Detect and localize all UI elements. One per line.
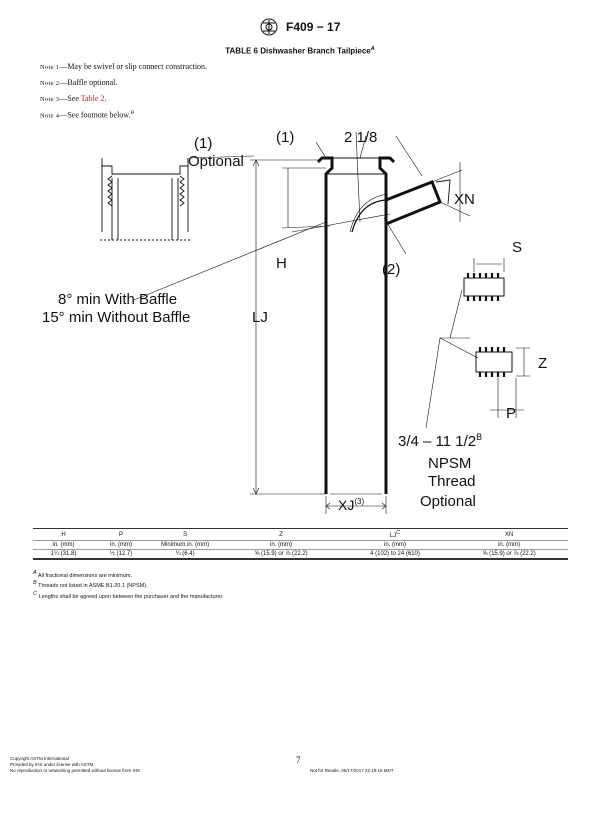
- footer-copyright: Copyright ASTM International Provided by…: [10, 756, 141, 773]
- table-units-row: in. (mm) in. (mm) Minimum in. (mm) in. (…: [33, 541, 568, 550]
- astm-logo-icon: [260, 18, 278, 36]
- footnote-a: A All fractional dimensions are minimum.: [33, 570, 133, 579]
- table-cell: 1¼ (31.8): [33, 549, 94, 560]
- label-p: P: [506, 405, 516, 422]
- col-s: S: [148, 528, 223, 541]
- footer-resale: Not for Resale, 05/17/2017 22:19:15 MDT: [310, 768, 394, 773]
- angle-text-2: 15° min Without Baffle: [42, 309, 190, 326]
- label-h: H: [276, 255, 287, 272]
- note-2: Note 2—Baffle optional.: [40, 78, 118, 87]
- table-title: TABLE 6 Dishwasher Branch TailpieceA: [225, 46, 375, 56]
- label-2: (2): [382, 261, 400, 278]
- table-row: 1¼ (31.8) ½ (12.7) ¼ (6.4) ⅝ (15.9) or ⅞…: [33, 549, 568, 560]
- table-cell: ¼ (6.4): [148, 549, 223, 560]
- footnote-c: C Lengths shall be agreed upon between t…: [33, 590, 224, 600]
- table-cell: ⅝ (15.9) or ⅞ (22.2): [450, 549, 568, 560]
- table-cell: 4 (102) to 24 (610): [339, 549, 451, 560]
- col-xn: XN: [450, 528, 568, 541]
- note-1: Note 1—May be swivel or slip connect con…: [40, 62, 208, 71]
- table-cell: ⅝ (15.9) or ⅞ (22.2): [222, 549, 340, 560]
- label-z: Z: [538, 355, 547, 372]
- table-cell: Minimum in. (mm): [161, 542, 210, 548]
- tailpiece-drawing: (1) Optional (1) 2 1/8 XN S H (2) 8° min…: [42, 129, 547, 514]
- standard-designation: F409 − 17: [286, 20, 341, 34]
- table-cell: in. (mm): [110, 542, 133, 548]
- angle-text-1: 8° min With Baffle: [58, 291, 177, 308]
- dimensions-table: H P S Z LJC XN in. (mm) in. (mm) Minimum…: [33, 528, 568, 560]
- label-xn: XN: [454, 191, 475, 208]
- tailpiece-body: [316, 156, 451, 495]
- col-h: H: [33, 528, 94, 541]
- table-cell: in. (mm): [269, 542, 292, 548]
- table-cell: ½ (12.7): [93, 549, 149, 560]
- label-optional: Optional: [188, 153, 244, 170]
- swivel-detail: [100, 158, 190, 241]
- table-cell: in. (mm): [52, 542, 75, 548]
- table-2-link[interactable]: Table 2: [80, 94, 105, 103]
- thread-nipples: [425, 258, 530, 429]
- note-3: Note 3—See Table 2.: [40, 94, 107, 103]
- table-footnotes: A All fractional dimensions are minimum.…: [33, 570, 224, 601]
- table-cell: in. (mm): [384, 542, 407, 548]
- col-z: Z: [222, 528, 340, 541]
- label-1: (1): [276, 129, 294, 146]
- table-cell: in. (mm): [498, 542, 521, 548]
- label-s: S: [512, 239, 522, 256]
- label-lj: LJ: [252, 309, 268, 326]
- label-xj: XJ(3): [338, 497, 364, 513]
- label-1-optional: (1): [194, 135, 212, 152]
- footnote-b: B Threads not listed in ASME B1.20.1 (NP…: [33, 580, 148, 590]
- note-4: Note 4—See footnote below.B: [40, 110, 134, 120]
- col-lj: LJC: [339, 528, 451, 541]
- dimension-lines: [133, 131, 471, 514]
- thread-size: 3/4 – 11 1/2B: [398, 432, 482, 450]
- table-header-row: H P S Z LJC XN: [33, 528, 568, 541]
- dim-2-1-8: 2 1/8: [344, 129, 377, 146]
- thread-optional: Optional: [420, 493, 476, 510]
- thread-npsm: NPSM: [428, 455, 471, 472]
- thread-thread: Thread: [428, 473, 476, 490]
- page-number: 7: [296, 755, 301, 765]
- page-header: F409 − 17: [0, 18, 600, 36]
- col-p: P: [93, 528, 149, 541]
